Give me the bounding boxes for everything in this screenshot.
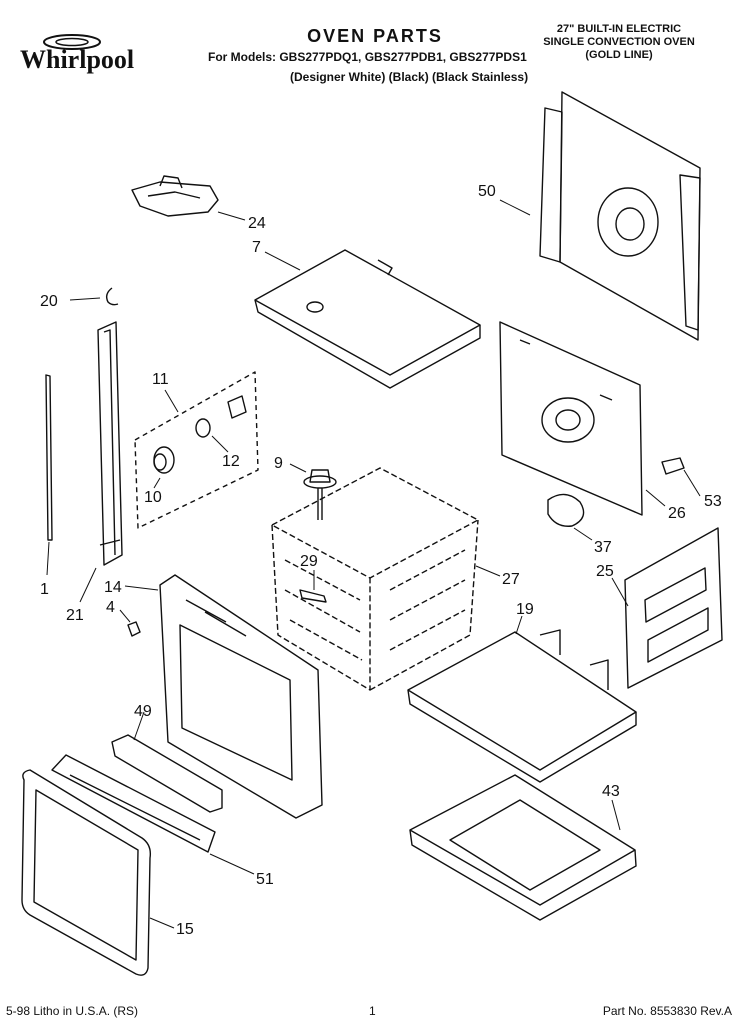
- callout-50: 50: [478, 183, 496, 200]
- part-20-clip: [105, 287, 119, 306]
- part-29-probe: [299, 589, 327, 603]
- part-37-gasket: [547, 493, 585, 527]
- part-50-rear-panel: [539, 91, 701, 341]
- callout-11: 11: [152, 371, 169, 388]
- callout-25: 25: [596, 563, 614, 580]
- page-title: OVEN PARTS: [307, 26, 443, 46]
- callout-37: 37: [594, 539, 612, 556]
- callout-49: 49: [134, 703, 152, 720]
- part-43-bottom-tray: [409, 774, 637, 921]
- callout-27: 27: [502, 571, 520, 588]
- brand-wordmark: Whirlpool: [20, 45, 134, 74]
- part-51-vent-grille: [51, 754, 216, 853]
- whirlpool-logo: Whirlpool: [20, 34, 134, 74]
- part-49-vent-trim: [111, 734, 223, 813]
- part-14-front-frame: [159, 574, 323, 819]
- callout-10: 10: [144, 489, 162, 506]
- callout-15: 15: [176, 921, 194, 938]
- part-4-screw: [127, 621, 141, 637]
- callout-19: 19: [516, 601, 534, 618]
- callout-51: 51: [256, 871, 274, 888]
- part-7-top-cover: [254, 249, 481, 389]
- part-27-oven-cavity: [271, 467, 479, 691]
- callout-12: 12: [222, 453, 240, 470]
- callout-labels: 50 24 7 20 11 9 12 10 1 21 14 4 29 27 53…: [40, 183, 722, 938]
- callout-43: 43: [602, 783, 620, 800]
- models-line: For Models: GBS277PDQ1, GBS277PDB1, GBS2…: [208, 50, 527, 64]
- colors-line: (Designer White) (Black) (Black Stainles…: [290, 70, 529, 84]
- callout-29: 29: [300, 553, 318, 570]
- callout-20: 20: [40, 293, 58, 310]
- footer-print-info: 5-98 Litho in U.S.A. (RS): [6, 1004, 139, 1018]
- callout-26: 26: [668, 505, 686, 522]
- callout-24: 24: [248, 215, 266, 232]
- part-25-side-panel: [624, 527, 723, 689]
- control-knob-group: [134, 371, 259, 529]
- leader-lines: [46, 199, 701, 929]
- callout-4: 4: [106, 599, 115, 616]
- part-26-convection-panel: [499, 321, 643, 516]
- part-1-rod: [45, 374, 53, 541]
- footer-part-number: Part No. 8553830 Rev.A: [602, 1004, 732, 1018]
- callout-1: 1: [40, 581, 49, 598]
- product-description-line-2: SINGLE CONVECTION OVEN: [543, 36, 695, 48]
- part-53-connector: [661, 457, 685, 475]
- callout-21: 21: [66, 607, 84, 624]
- part-9-fitting: [303, 469, 337, 520]
- callout-9: 9: [274, 455, 283, 472]
- part-19-bottom-shield: [407, 629, 637, 783]
- part-24-bracket: [131, 175, 219, 217]
- part-15-gasket: [21, 769, 152, 976]
- callout-14: 14: [104, 579, 122, 596]
- product-description-line-1: 27" BUILT-IN ELECTRIC: [556, 23, 682, 35]
- callout-7: 7: [252, 239, 261, 256]
- callout-53: 53: [704, 493, 722, 510]
- part-21-side-trim: [97, 321, 123, 566]
- product-description-line-3: (GOLD LINE): [585, 49, 653, 61]
- footer-page-number: 1: [369, 1004, 376, 1018]
